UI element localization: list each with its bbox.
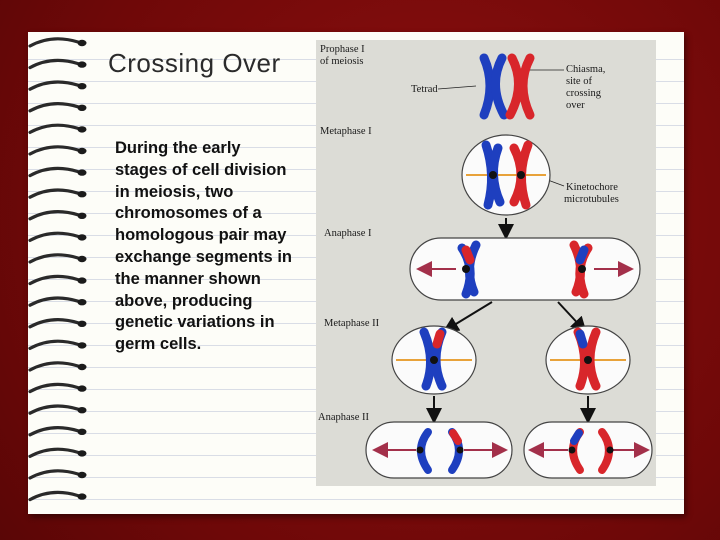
spiral-hole [77,255,87,263]
spiral-hole [77,191,87,198]
label-metaphase-2: Metaphase II [324,318,380,329]
metaphase-1-cell [461,134,551,216]
label-tetrad: Tetrad [411,84,438,95]
spiral-hole [77,320,87,327]
spiral-coil [28,296,80,307]
spiral-coil [28,382,80,394]
spiral-coil [28,426,80,437]
metaphase-2-left-cell [391,325,477,395]
spiral-coil [28,166,80,178]
tetrad-leader-line [437,85,477,90]
label-chiasma-4: over [566,100,585,111]
spiral-hole [77,39,87,47]
spiral-coil [28,188,80,199]
spiral-hole [77,212,87,219]
spiral-hole [77,126,87,133]
spiral-coil [28,210,80,221]
spiral-coil [28,404,80,415]
spiral-hole [77,104,87,112]
spiral-coil [28,339,80,350]
spiral-coil [28,231,80,242]
spiral-coil [28,37,80,48]
spiral-hole [77,234,87,241]
prophase-1-tetrad [479,53,535,120]
anaphase-2-right-cell [523,421,653,479]
spiral-hole [77,471,87,479]
spiral-hole [77,493,87,500]
metaphase-2-right-cell [545,325,631,395]
spiral-hole [77,147,87,155]
label-prophase-1-sub: of meiosis [320,56,363,67]
meiosis-figure: Prophase I of meiosis Metaphase I Anapha… [316,40,656,486]
label-chiasma: Chiasma, [566,64,605,75]
spiral-hole [77,83,87,90]
spiral-coil [28,490,80,502]
arrow-left-metaphase-2 [442,301,493,333]
spiral-hole [77,342,87,349]
meiosis-diagram: Prophase I of meiosis Metaphase I Anapha… [318,44,653,479]
spiral-hole [77,407,87,414]
label-anaphase-1: Anaphase I [324,228,372,239]
spiral-hole [77,385,87,392]
spiral-coil [28,447,80,458]
slide-title: Crossing Over [108,48,281,78]
label-prophase-1: Prophase I [320,44,365,55]
spiral-coil [28,102,80,113]
spiral-coil [28,318,80,329]
spiral-coil [28,253,80,264]
spiral-binding [28,37,87,502]
arrow-right-metaphase-2 [557,301,587,333]
label-metaphase-1: Metaphase I [320,126,372,137]
label-kinetochore: Kinetochore [566,182,618,193]
spiral-hole [77,277,87,284]
spiral-hole [77,299,87,306]
spiral-coil [28,145,80,156]
label-anaphase-2: Anaphase II [318,412,370,423]
spiral-hole [77,428,87,435]
label-chiasma-3: crossing [566,88,602,99]
spiral-coil [28,123,80,134]
spiral-hole [77,363,87,371]
label-chiasma-2: site of [566,76,592,87]
spiral-coil [28,58,80,70]
spiral-coil [28,469,80,480]
spiral-hole [77,169,87,176]
spiral-coil [28,274,80,286]
spiral-hole [77,61,87,68]
spiral-coil [28,80,80,91]
anaphase-2-left-cell [365,421,513,479]
spiral-hole [77,450,87,457]
spiral-coil [28,361,80,372]
anaphase-1-cell [409,237,641,301]
label-microtubules: microtubules [564,194,619,205]
slide-body-text: During the early stages of cell division… [115,139,292,354]
